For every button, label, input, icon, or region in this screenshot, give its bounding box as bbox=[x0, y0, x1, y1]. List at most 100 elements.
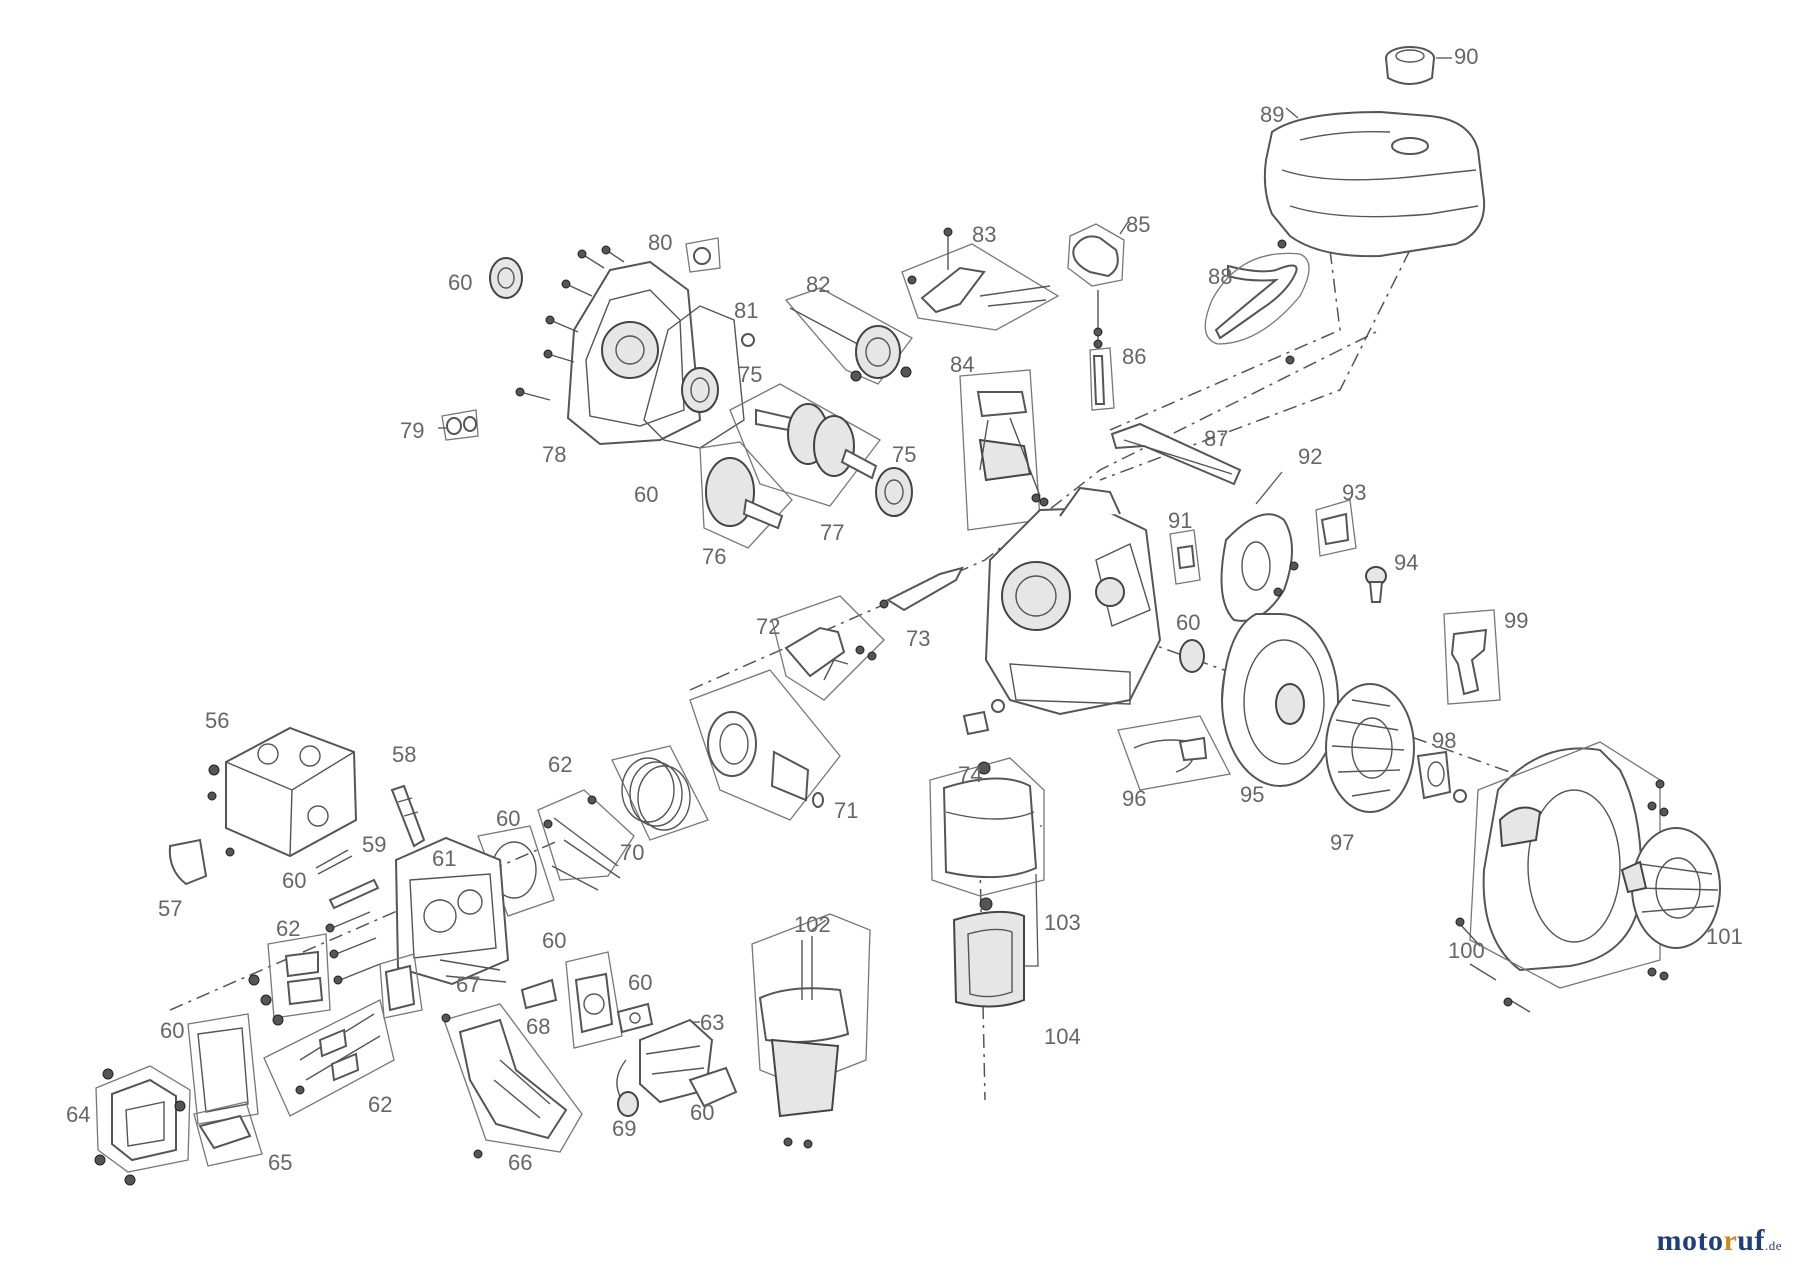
carb-gasket bbox=[616, 1002, 654, 1034]
engine-guard-strip bbox=[1110, 422, 1242, 486]
callout-92: 92 bbox=[1298, 444, 1322, 469]
drain-bolt bbox=[962, 699, 1005, 736]
callout-88: 88 bbox=[1208, 264, 1232, 289]
callout-104: 104 bbox=[1044, 1024, 1081, 1049]
callout-79: 79 bbox=[400, 418, 424, 443]
oil-seal-flywheel-side bbox=[1179, 639, 1205, 673]
callout-58: 58 bbox=[392, 742, 416, 767]
callout-63: 63 bbox=[700, 1010, 724, 1035]
callout-74: 74 bbox=[958, 762, 982, 787]
breather-57 bbox=[168, 838, 235, 886]
fuel-line bbox=[1204, 239, 1310, 365]
watermark-part3: uf bbox=[1737, 1224, 1765, 1257]
cooling-fan bbox=[1325, 683, 1415, 813]
callout-91: 91 bbox=[1168, 508, 1192, 533]
starter-pulley bbox=[1416, 750, 1467, 803]
bearing-75-upper bbox=[681, 367, 719, 413]
spark-plug bbox=[390, 784, 426, 848]
callout-75-lower: 75 bbox=[892, 442, 916, 467]
callout-85: 85 bbox=[1126, 212, 1150, 237]
callout-60-filter: 60 bbox=[690, 1100, 714, 1125]
crankshaft bbox=[729, 383, 881, 507]
air-filter-gasket bbox=[688, 1066, 738, 1108]
callout-78: 78 bbox=[542, 442, 566, 467]
callout-98: 98 bbox=[1432, 728, 1456, 753]
callout-96: 96 bbox=[1122, 786, 1146, 811]
choke-lever-69 bbox=[616, 1059, 639, 1117]
callout-64: 64 bbox=[66, 1102, 90, 1127]
governor-assembly bbox=[784, 287, 913, 385]
callout-73: 73 bbox=[906, 626, 930, 651]
pushrods bbox=[315, 849, 381, 985]
callout-82: 82 bbox=[806, 272, 830, 297]
callout-75-upper: 75 bbox=[738, 362, 762, 387]
callout-89: 89 bbox=[1260, 102, 1284, 127]
callout-60-seal: 60 bbox=[448, 270, 472, 295]
camshaft bbox=[699, 441, 793, 549]
callout-86: 86 bbox=[1122, 344, 1146, 369]
air-filter-element bbox=[952, 873, 1039, 1008]
mounting-bracket bbox=[1443, 609, 1501, 705]
insulator-68 bbox=[565, 951, 623, 1049]
callout-69: 69 bbox=[612, 1116, 636, 1141]
watermark-part1: moto bbox=[1656, 1224, 1724, 1257]
callout-68: 68 bbox=[526, 1014, 550, 1039]
engine-block bbox=[984, 486, 1162, 716]
callout-70: 70 bbox=[620, 840, 644, 865]
fan-housing bbox=[1455, 741, 1665, 1013]
watermark-tld: .de bbox=[1764, 1238, 1782, 1253]
callout-80: 80 bbox=[648, 230, 672, 255]
cylinder-head bbox=[394, 836, 510, 986]
callout-65: 65 bbox=[268, 1150, 292, 1175]
rocker-cover-56 bbox=[207, 726, 358, 858]
ignition-coil bbox=[1315, 499, 1357, 557]
watermark-logo: motoruf.de bbox=[1656, 1224, 1782, 1258]
callout-60-carb: 60 bbox=[628, 970, 652, 995]
callout-61: 61 bbox=[432, 846, 456, 871]
callout-60-head-gasket: 60 bbox=[496, 806, 520, 831]
valves-lower bbox=[263, 999, 395, 1117]
callout-81: 81 bbox=[734, 298, 758, 323]
callout-76: 76 bbox=[702, 544, 726, 569]
callout-97: 97 bbox=[1330, 830, 1354, 855]
callout-60-pushrod: 60 bbox=[282, 868, 306, 893]
heat-shield bbox=[441, 1003, 583, 1159]
valve-guide-67 bbox=[439, 959, 507, 983]
callout-67: 67 bbox=[456, 972, 480, 997]
callout-59: 59 bbox=[362, 832, 386, 857]
callout-62-lower: 62 bbox=[368, 1092, 392, 1117]
starter-motor bbox=[959, 369, 1049, 531]
cover-bolts bbox=[515, 245, 625, 401]
callout-57: 57 bbox=[158, 896, 182, 921]
callout-60-gasket: 60 bbox=[634, 482, 658, 507]
callout-99: 99 bbox=[1504, 608, 1528, 633]
governor-arm bbox=[879, 566, 964, 612]
valve-cover-64 bbox=[94, 1065, 191, 1186]
oil-plug-81 bbox=[741, 333, 755, 347]
air-filter-cover bbox=[929, 757, 1045, 897]
callout-90: 90 bbox=[1454, 44, 1478, 69]
watermark-part2: r bbox=[1723, 1224, 1738, 1257]
callout-95: 95 bbox=[1240, 782, 1264, 807]
flywheel bbox=[1221, 613, 1339, 787]
callout-66: 66 bbox=[508, 1150, 532, 1175]
callout-60-intake: 60 bbox=[542, 928, 566, 953]
callout-101: 101 bbox=[1706, 924, 1743, 949]
callout-60-flywheel-seal: 60 bbox=[1176, 610, 1200, 635]
piston-group bbox=[689, 669, 841, 821]
callout-77: 77 bbox=[820, 520, 844, 545]
callout-94: 94 bbox=[1394, 550, 1418, 575]
stator-plate bbox=[1220, 471, 1299, 622]
piston-rings bbox=[611, 745, 709, 841]
valve-springs bbox=[248, 933, 331, 1026]
air-cleaner-base bbox=[751, 913, 871, 1149]
callout-71: 71 bbox=[834, 798, 858, 823]
crankcase-cover bbox=[515, 245, 702, 446]
wiring-harness bbox=[1117, 715, 1231, 791]
callout-103: 103 bbox=[1044, 910, 1081, 935]
callout-56: 56 bbox=[205, 708, 229, 733]
callout-labels: 56 57 58 59 60 60 60 60 60 60 60 60 60 8… bbox=[66, 44, 1743, 1175]
fuel-valve bbox=[1067, 221, 1129, 411]
intake-gasket bbox=[520, 978, 558, 1010]
oil-plug-80 bbox=[685, 237, 721, 273]
